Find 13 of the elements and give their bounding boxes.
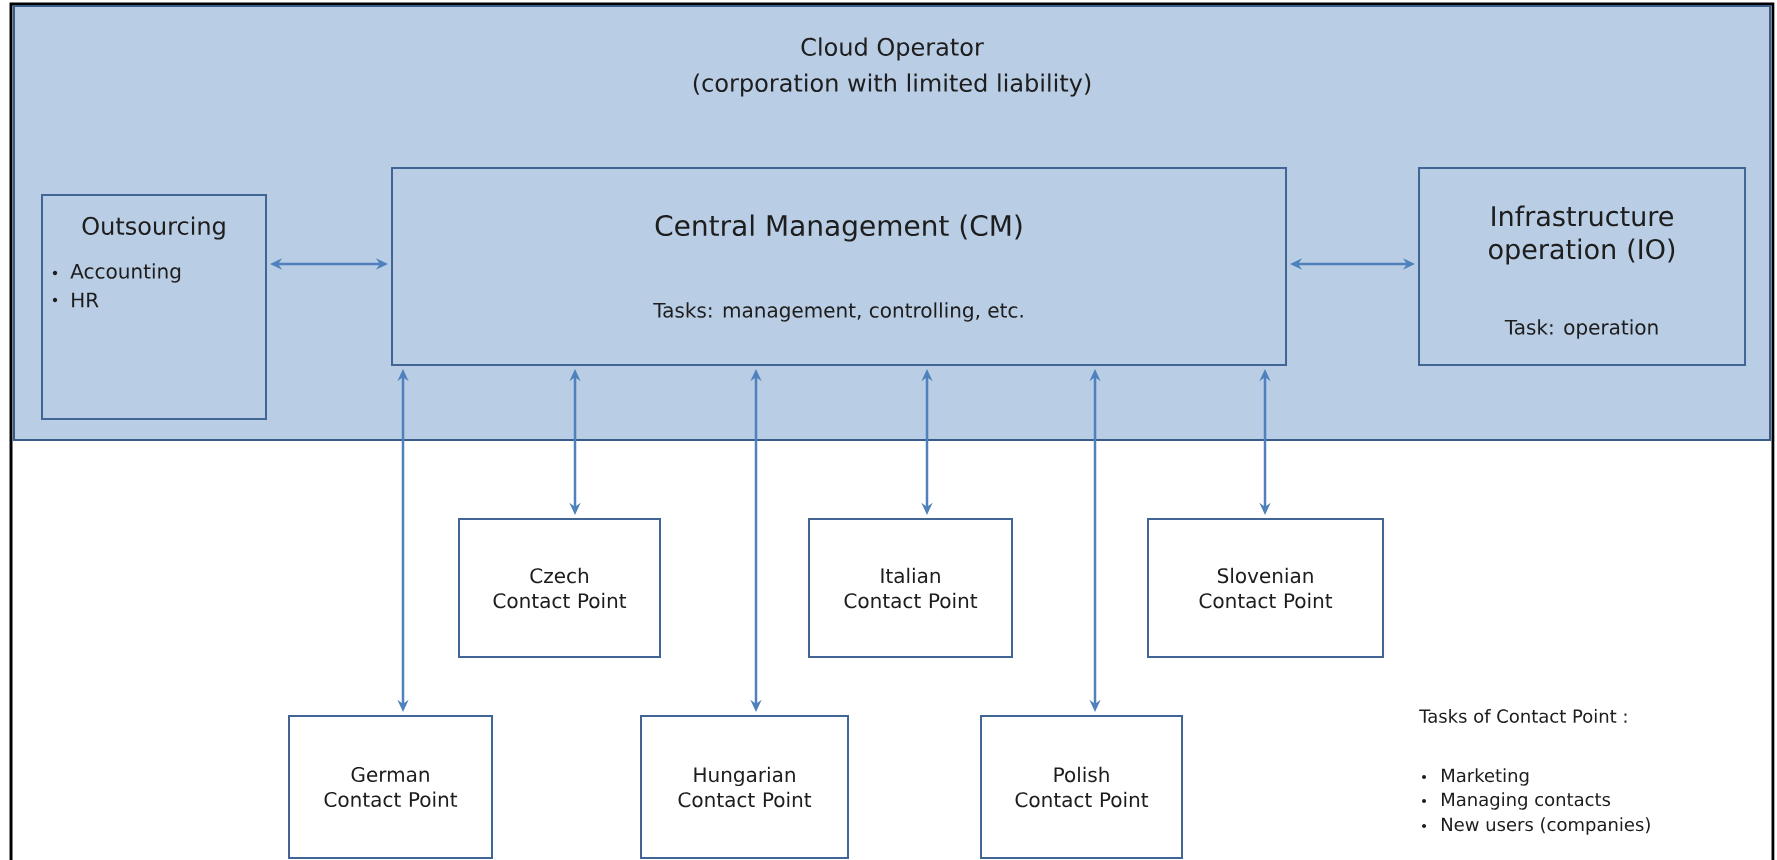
process-box: Outsourcing Accounting HR (41, 194, 267, 420)
contact-box: Czech Contact Point (458, 518, 661, 658)
list-item: Managing contacts (1442, 792, 1611, 810)
list-item: Marketing (1442, 768, 1529, 786)
contact-box: Slovenian Contact Point (1147, 518, 1384, 658)
process-box: Central Management (CM) Tasks: management, controlling, etc. (391, 167, 1287, 366)
list-item: New users (companies) (1442, 817, 1650, 835)
contact-box: Italian Contact Point (808, 518, 1013, 658)
contact-box: Hungarian Contact Point (640, 715, 849, 859)
contact-box: German Contact Point (288, 715, 493, 859)
process-box: Infrastructure operation (IO) Task: operation (1418, 167, 1746, 366)
contact-box: Polish Contact Point (980, 715, 1183, 859)
note-heading: Tasks of Contact Point : (1419, 709, 1627, 723)
